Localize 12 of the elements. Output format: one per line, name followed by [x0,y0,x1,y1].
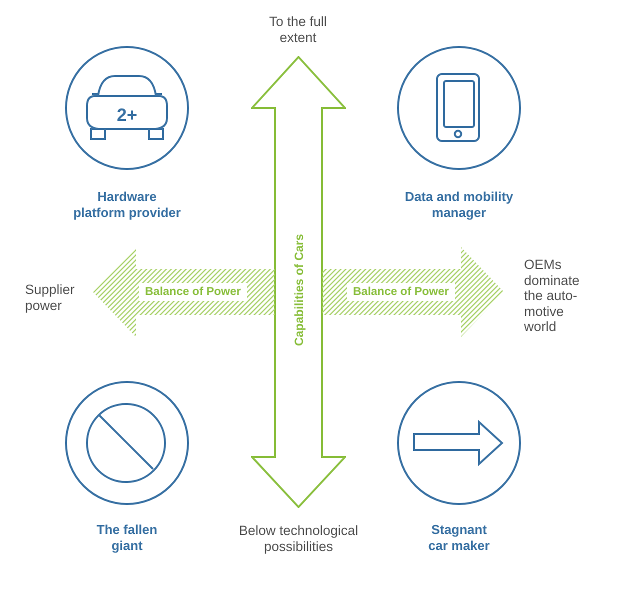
role-title: Data and mobility manager [404,189,514,220]
role-title: The fallen giant [96,522,158,553]
axis-end-label: OEMs dominate the auto-motive world [524,257,581,334]
arrow-label: Balance of Power [139,283,247,301]
axis-end-label: Below technological possibilities [238,523,360,554]
axis-end-label: To the full extent [268,14,328,45]
axis-end-label: Supplier power [25,282,76,313]
role-title: Stagnant car maker [427,522,491,553]
role-title: Hardware platform provider [72,189,182,220]
axis-label: Capabilities of Cars [292,234,306,346]
icon-text: 2+ [116,106,138,124]
arrow-label: Balance of Power [347,283,455,301]
